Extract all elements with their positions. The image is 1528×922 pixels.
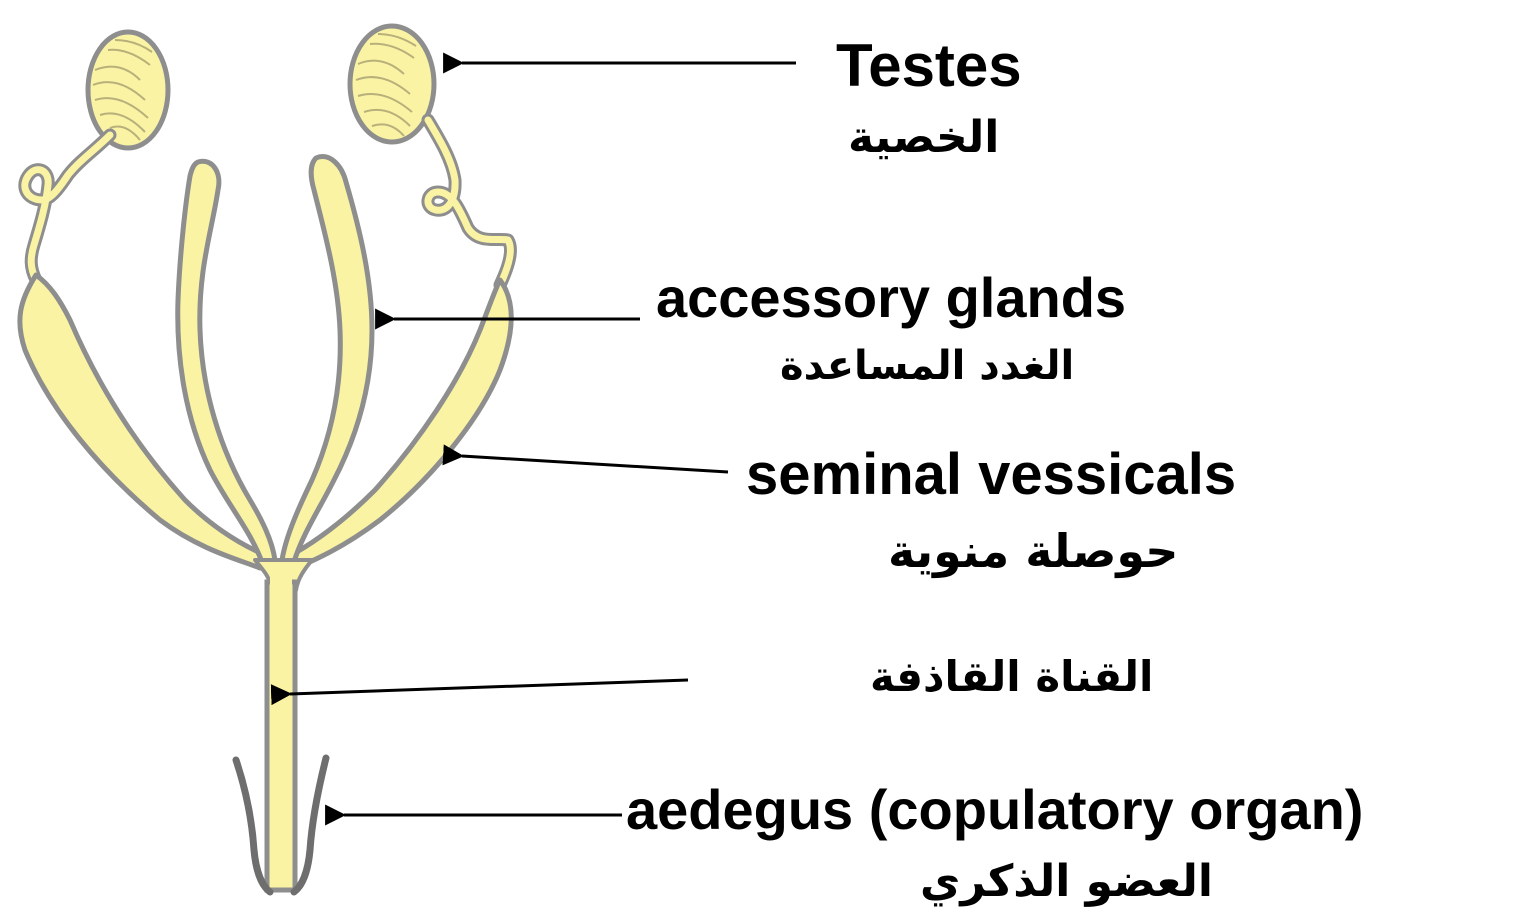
arrow-seminal-vesicles	[462, 456, 728, 472]
right-seminal-vesicle	[286, 280, 511, 568]
left-vas-deferens	[25, 135, 110, 280]
pointer-arrows	[290, 63, 796, 815]
testes-label-arabic: الخصية	[848, 116, 999, 160]
aedeagus-label-arabic: العضو الذكري	[920, 860, 1213, 904]
left-accessory-gland	[178, 161, 275, 562]
seminal-vesicles-label-arabic: حوصلة منوية	[888, 528, 1178, 574]
right-testis	[350, 26, 434, 142]
ejaculatory-duct-label-arabic: القناة القاذفة	[870, 656, 1153, 698]
right-vas-deferens	[428, 120, 510, 285]
left-testis	[88, 32, 168, 148]
right-accessory-gland	[282, 157, 372, 562]
accessory-glands-label: accessory glands	[656, 270, 1126, 326]
accessory-glands-label-arabic: الغدد المساعدة	[780, 346, 1074, 386]
testes-label: Testes	[836, 36, 1022, 96]
arrow-ejaculatory-duct	[290, 680, 688, 694]
left-seminal-vesicle	[20, 275, 272, 568]
ejaculatory-duct	[267, 570, 295, 890]
aedeagus-label: aedegus (copulatory organ)	[626, 782, 1363, 838]
seminal-vesicles-label: seminal vessicals	[746, 446, 1236, 504]
